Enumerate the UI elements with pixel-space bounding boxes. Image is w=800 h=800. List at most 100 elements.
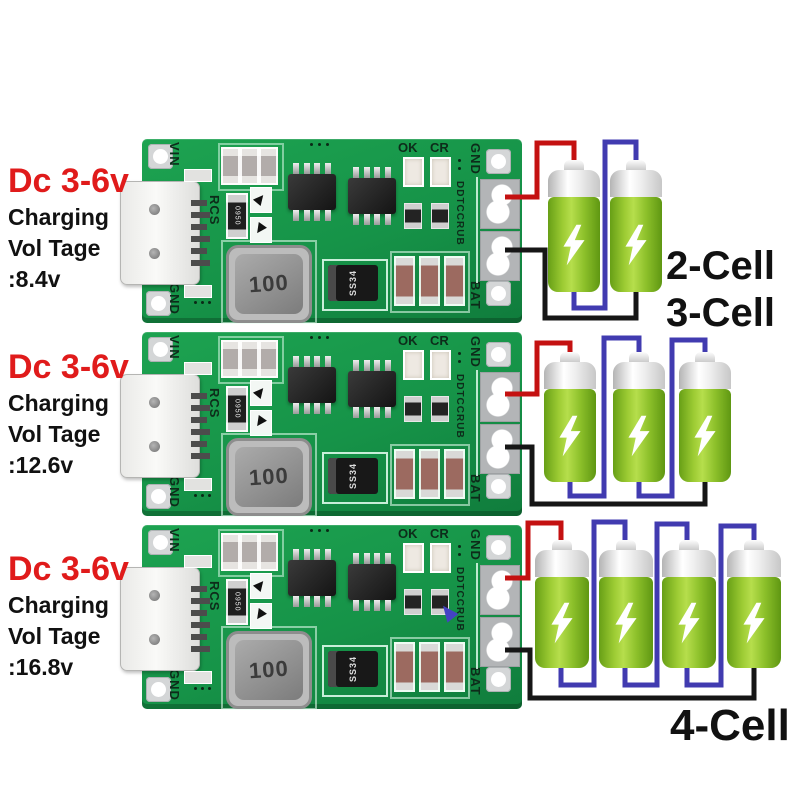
capacitor <box>419 256 440 306</box>
chip-id-label: DDTCCRUB <box>454 181 465 246</box>
voltage-word: Vol Tage <box>8 235 101 261</box>
soic8-chip <box>348 553 396 611</box>
current-sense-resistor: 0950 <box>226 193 248 239</box>
ok-label: OK <box>398 526 418 541</box>
schottky-diode: SS34 <box>328 265 378 301</box>
silkscreen-box <box>221 240 317 324</box>
capacitor <box>444 256 465 306</box>
module2-caption: Dc 3-6v Charging Vol Tage :12.6v <box>8 350 129 477</box>
silkscreen-arrow-box <box>250 217 272 243</box>
usb-pin <box>191 622 210 628</box>
diode-marking: SS34 <box>348 655 358 683</box>
chip-id-label: DDTCCRUB <box>454 567 465 632</box>
usb-pin <box>191 260 210 266</box>
rcs-label: RCS <box>207 581 222 612</box>
usb-pin <box>191 236 210 242</box>
capacitor <box>259 147 278 185</box>
battery-cell <box>662 540 716 668</box>
inductor-value: 100 <box>248 269 290 298</box>
lightning-bolt-icon <box>559 415 581 456</box>
silkscreen-box <box>390 637 470 699</box>
lightning-bolt-icon <box>743 602 765 643</box>
input-voltage-label: Dc 3-6v <box>8 348 129 386</box>
usb-c-connector <box>120 181 210 285</box>
resistor-marking: 0950 <box>233 592 241 612</box>
chip-id-label: DDTCCRUB <box>454 374 465 439</box>
usb-pin <box>191 200 207 206</box>
bat-minus-pad <box>480 424 520 474</box>
silkscreen-line <box>476 177 478 283</box>
lightning-bolt-icon <box>615 602 637 643</box>
gnd-left-label: GND <box>167 476 182 508</box>
capacitor <box>419 449 440 499</box>
arrow-icon <box>253 608 267 622</box>
voltage-value: :12.6v <box>8 452 74 478</box>
schottky-diode: SS34 <box>328 651 378 687</box>
silkscreen-arrow-box <box>250 573 272 599</box>
arrow-icon <box>252 191 268 207</box>
capacitor <box>419 642 440 692</box>
silkscreen-arrow-box <box>250 603 272 629</box>
module1-caption: Dc 3-6v Charging Vol Tage :8.4v <box>8 164 129 291</box>
soic8-chip <box>348 167 396 225</box>
mounting-hole <box>148 337 173 362</box>
cr-label: CR <box>430 526 449 541</box>
resistor <box>404 589 422 615</box>
usb-pin <box>191 429 210 435</box>
silkscreen-arrow-box <box>250 380 272 406</box>
mounting-hole <box>146 484 171 509</box>
usb-pin <box>191 610 207 616</box>
mounting-hole <box>146 291 171 316</box>
charger-module-board-3: VIN GND RCS GND DDTCCRUB BAT OK CR 0950 <box>120 525 522 710</box>
lightning-bolt-icon <box>628 415 650 456</box>
arrow-icon <box>252 384 268 400</box>
cell-count-label-3: 3-Cell <box>666 291 775 335</box>
battery-cell <box>535 540 589 668</box>
charging-word: Charging <box>8 390 109 416</box>
capacitor <box>240 147 259 185</box>
usb-screw <box>149 634 160 645</box>
soic8-chip <box>288 549 336 607</box>
mounting-hole <box>486 474 511 499</box>
voltage-value: :16.8v <box>8 654 74 680</box>
bat-minus-pad <box>480 617 520 667</box>
arrow-icon <box>252 577 268 593</box>
usb-screw <box>149 248 160 259</box>
silkscreen-box <box>390 251 470 313</box>
capacitor <box>240 533 259 571</box>
usb-screw <box>149 397 160 408</box>
usb-pin <box>191 393 207 399</box>
inductor-core <box>235 254 303 314</box>
resistor-marking: 0950 <box>233 399 241 419</box>
silkscreen-line <box>476 563 478 669</box>
ok-label: OK <box>398 333 418 348</box>
usb-pin <box>191 586 207 592</box>
usb-pin <box>191 598 210 604</box>
battery-cell <box>544 352 596 482</box>
gnd-right-label: GND <box>468 143 483 175</box>
current-sense-resistor: 0950 <box>226 579 248 625</box>
battery-cell <box>599 540 653 668</box>
voltage-word: Vol Tage <box>8 421 101 447</box>
resistor-marking: 0950 <box>233 206 241 226</box>
capacitor <box>444 449 465 499</box>
usb-pin <box>191 453 210 459</box>
capacitor <box>221 340 240 378</box>
current-sense-resistor: 0950 <box>226 386 248 432</box>
lightning-bolt-icon <box>694 415 716 456</box>
vin-label: VIN <box>167 528 182 553</box>
mounting-hole <box>146 677 171 702</box>
battery-cell <box>548 160 600 292</box>
silkscreen-box <box>322 259 388 311</box>
usb-pin <box>191 634 207 640</box>
bat-label: BAT <box>468 667 483 696</box>
mounting-hole <box>486 281 511 306</box>
cell-count-label-2: 2-Cell <box>666 244 775 288</box>
gnd-right-label: GND <box>468 529 483 561</box>
schottky-diode: SS34 <box>328 458 378 494</box>
status-led-cr <box>430 157 451 187</box>
gnd-left-label: GND <box>167 669 182 701</box>
rcs-label: RCS <box>207 388 222 419</box>
capacitor <box>221 533 240 571</box>
